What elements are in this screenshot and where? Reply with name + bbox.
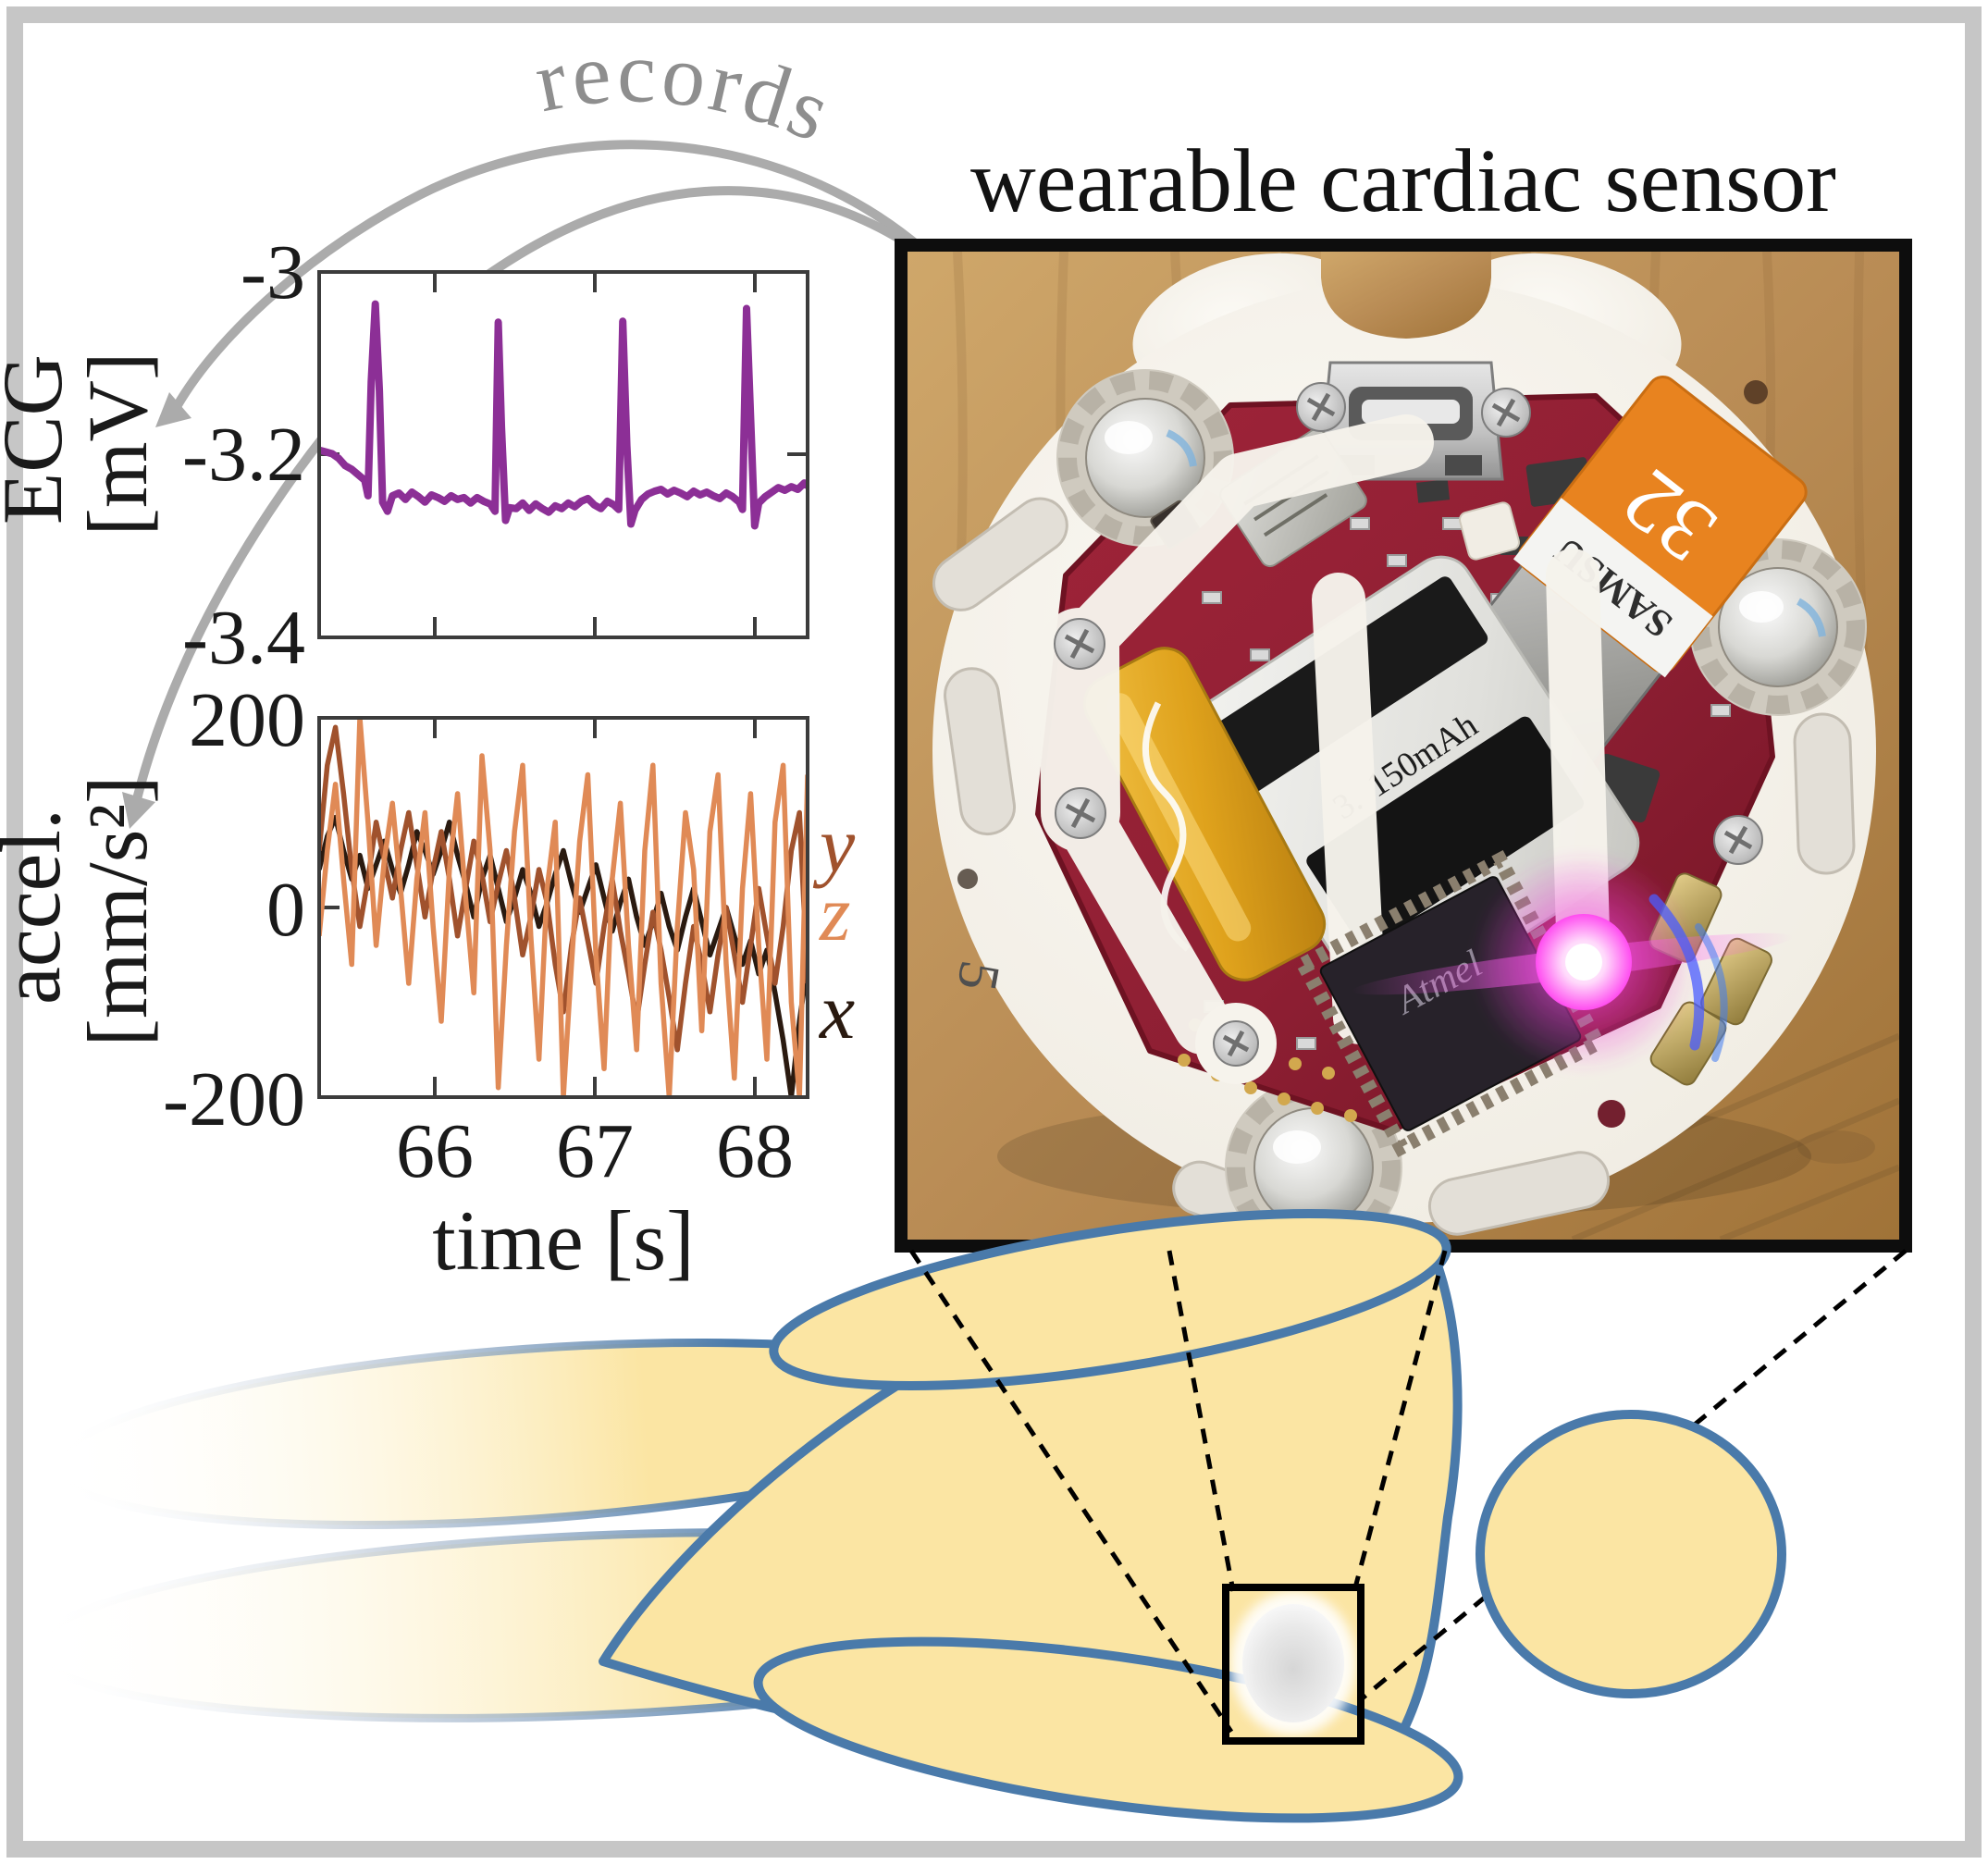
callout-line-4 — [1358, 1249, 1908, 1702]
ecg-plot-box — [317, 270, 809, 639]
arm-lower — [753, 1636, 1463, 1823]
sensor-photo: 5 — [895, 239, 1912, 1253]
callout-line-1 — [908, 1249, 1234, 1734]
accel-ytick-200: 200 — [189, 677, 305, 763]
records-label: records — [527, 24, 846, 161]
jst-connector — [1459, 501, 1520, 561]
enclosure-slots — [932, 497, 1856, 1240]
ecg-trace — [321, 300, 806, 530]
callout-lines — [908, 1249, 1908, 1734]
accel-ytick-0: 0 — [266, 867, 305, 953]
ecg-axis-unit: [mV] — [70, 352, 165, 536]
enclosure-hole-1 — [1744, 380, 1768, 404]
status-led — [1352, 851, 1794, 1073]
accel-chart: 200 0 -200 66 67 68 time [s] accel. [mm/… — [0, 677, 856, 1288]
photo-title: wearable cardiac sensor — [970, 131, 1836, 231]
ecg-ytick--3.4: -3.4 — [182, 595, 305, 681]
accel-traces — [321, 720, 806, 1095]
smd-dark-components — [1415, 457, 1661, 823]
accel-xtick-66: 66 — [396, 1108, 474, 1194]
arm-upper — [769, 1208, 1451, 1391]
callout-line-2 — [1167, 1250, 1236, 1592]
ecg-axis-label: ECG — [0, 354, 80, 525]
records-arrow-ecg-head — [155, 392, 191, 427]
accel-axis-label: accel. — [0, 809, 78, 1005]
ecg-ytick--3.2: -3.2 — [182, 412, 305, 498]
enclosure-hole-3 — [1598, 1100, 1625, 1128]
screws — [1054, 382, 1763, 1067]
ecg-ytick--3: -3 — [241, 229, 305, 315]
records-label-text: records — [527, 24, 843, 161]
accel-series-label-x: x — [818, 967, 855, 1055]
wood-knot — [1797, 1130, 1875, 1164]
sensor-dot — [1242, 1604, 1344, 1722]
ecg-chart: -3 -3.2 -3.4 ECG [mV] — [0, 229, 809, 681]
accel-axis-unit: [mm/s²] — [70, 775, 165, 1046]
accel-xtick-67: 67 — [556, 1108, 634, 1194]
battery-bracket — [1040, 414, 1611, 1055]
accel-series-label-z: z — [819, 869, 850, 957]
accel-series-label-y: y — [812, 800, 856, 889]
accel-xlabel: time [s] — [432, 1193, 695, 1288]
chest-marker-box — [1222, 1584, 1364, 1745]
accel-ticks — [319, 716, 757, 1099]
head — [1476, 1410, 1786, 1698]
accel-ytick--200: -200 — [163, 1056, 305, 1142]
figure-border — [6, 6, 1982, 1858]
enclosure-notch — [1321, 252, 1491, 339]
accel-xtick-68: 68 — [716, 1108, 794, 1194]
records-arrow-ecg — [173, 140, 918, 408]
body-diagram — [33, 1208, 1908, 1823]
accel-trace-z — [321, 720, 806, 1095]
records-arrow-accel-head — [122, 792, 155, 829]
callout-line-3 — [1352, 1250, 1448, 1592]
enclosure-hole-2 — [957, 869, 978, 889]
